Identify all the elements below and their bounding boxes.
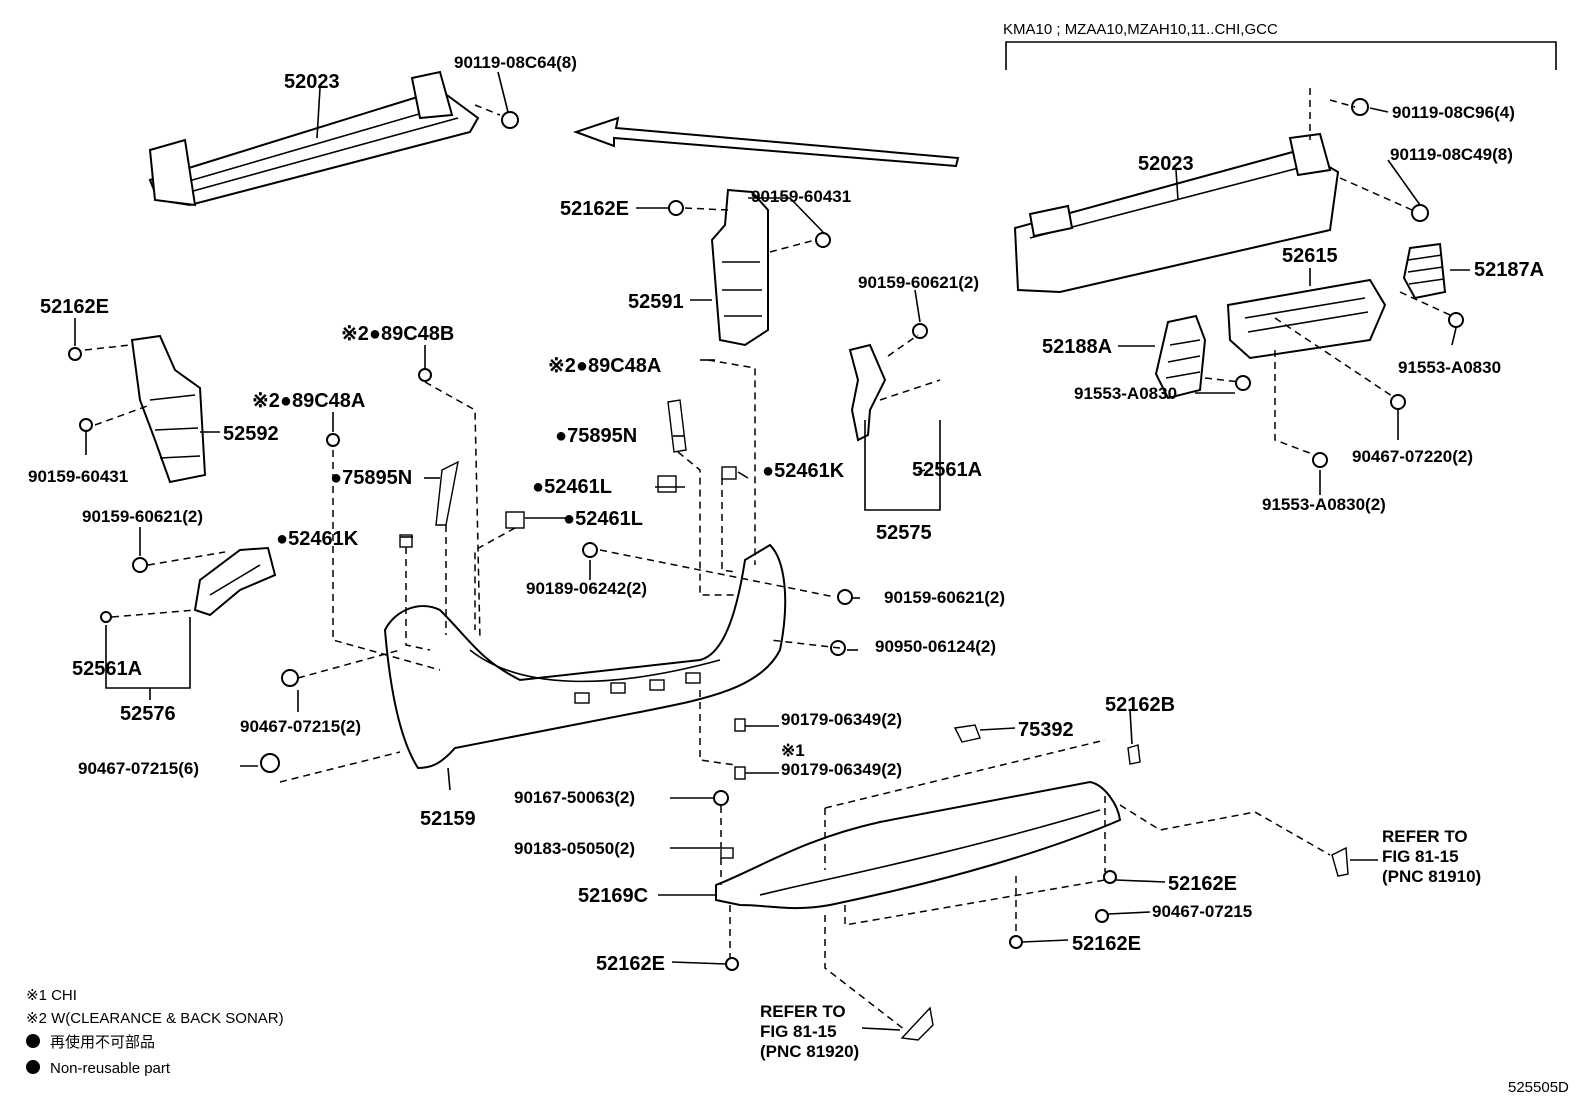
reinforcement-52023-right bbox=[1013, 132, 1340, 294]
callout-c23: ●52461L bbox=[532, 476, 612, 498]
variant-header: KMA10 ; MZAA10,MZAH10,11..CHI,GCC bbox=[1003, 21, 1278, 38]
callout-c02: 90119-08C64(8) bbox=[454, 53, 577, 72]
lower-diffuser-52169C bbox=[715, 780, 1122, 910]
callout-c33: 90159-60621(2) bbox=[884, 588, 1005, 607]
callout-c56: FIG 81-15 bbox=[760, 1022, 837, 1041]
bracket-52592 bbox=[130, 334, 207, 484]
callout-c38: 90179-06349(2) bbox=[781, 710, 902, 729]
callout-c48: (PNC 81910) bbox=[1382, 867, 1481, 886]
small-parts bbox=[68, 98, 1464, 1041]
assembly-lines bbox=[84, 88, 1451, 1031]
callout-c46: REFER TO bbox=[1382, 827, 1468, 846]
callout-c06: 52162E bbox=[560, 198, 629, 220]
callout-c43: 90467-07215(6) bbox=[78, 759, 199, 778]
callout-c04: 52023 bbox=[1138, 153, 1194, 175]
spacer-52188A bbox=[1154, 314, 1207, 400]
callout-c34: 90950-06124(2) bbox=[875, 637, 996, 656]
bracket-52591 bbox=[710, 188, 769, 347]
callout-c21: ●75895N bbox=[555, 425, 637, 447]
callout-c35: 52561A bbox=[72, 658, 142, 680]
energy-absorber-52615 bbox=[1226, 278, 1387, 360]
legend-note-4: Non-reusable part bbox=[50, 1060, 171, 1077]
direction-arrow bbox=[572, 116, 960, 168]
callout-c50: 52162E bbox=[1168, 873, 1237, 895]
callout-c18: 52592 bbox=[223, 423, 279, 445]
retainer-52561A-left bbox=[193, 546, 277, 617]
callout-c19: 90159-60431 bbox=[28, 467, 128, 486]
legend: ※1 CHI ※2 W(CLEARANCE & BACK SONAR) 再使用不… bbox=[26, 987, 284, 1077]
callout-c05: 90119-08C49(8) bbox=[1390, 145, 1513, 164]
retainer-52561A-right bbox=[848, 343, 887, 442]
callout-c12: 52188A bbox=[1042, 336, 1112, 358]
callout-c17: ※2●89C48A bbox=[252, 390, 365, 412]
callout-c53: 52162E bbox=[1072, 933, 1141, 955]
callout-c16: ※2●89C48B bbox=[341, 323, 454, 345]
callout-c13: 91553-A0830 bbox=[1398, 358, 1501, 377]
callout-c41: ※1 bbox=[781, 741, 805, 760]
callout-c24: ●52461K bbox=[762, 460, 845, 482]
callout-c44: 52159 bbox=[420, 808, 476, 830]
callout-c30: ●52461L bbox=[563, 508, 643, 530]
callout-c55: REFER TO bbox=[760, 1002, 846, 1021]
callout-c08: 52591 bbox=[628, 291, 684, 313]
legend-note-2: ※2 W(CLEARANCE & BACK SONAR) bbox=[26, 1010, 284, 1027]
callout-c32: 90189-06242(2) bbox=[526, 579, 647, 598]
callout-c42: 90179-06349(2) bbox=[781, 760, 902, 779]
callout-c15: 52162E bbox=[40, 296, 109, 318]
callout-c49: 90183-05050(2) bbox=[514, 839, 635, 858]
callout-c10: 52615 bbox=[1282, 245, 1338, 267]
callout-c03: 90119-08C96(4) bbox=[1392, 103, 1515, 122]
callout-c28: 91553-A0830(2) bbox=[1262, 495, 1386, 514]
callout-c37: 90467-07215(2) bbox=[240, 717, 361, 736]
reinforcement-52023-left bbox=[148, 70, 480, 207]
callout-c25: 52561A bbox=[912, 459, 982, 481]
spacer-52187A bbox=[1402, 242, 1447, 300]
variant-bracket: KMA10 ; MZAA10,MZAH10,11..CHI,GCC bbox=[1003, 21, 1557, 70]
figure-id: 525505D bbox=[1508, 1079, 1569, 1096]
callout-c27: 52575 bbox=[876, 522, 932, 544]
non-reusable-dot-icon bbox=[26, 1034, 40, 1048]
callout-c45: 90167-50063(2) bbox=[514, 788, 635, 807]
callout-c52: 90467-07215 bbox=[1152, 902, 1252, 921]
callout-c01: 52023 bbox=[284, 71, 340, 93]
callout-c29: 90159-60621(2) bbox=[82, 507, 203, 526]
bumper-cover-52159 bbox=[383, 543, 787, 770]
leader-lines bbox=[74, 71, 1470, 1031]
callout-c57: (PNC 81920) bbox=[760, 1042, 859, 1061]
callout-c07: 90159-60431 bbox=[751, 187, 851, 206]
callout-c20: ※2●89C48A bbox=[548, 355, 661, 377]
non-reusable-dot-icon bbox=[26, 1060, 40, 1074]
callout-c11: 52187A bbox=[1474, 259, 1544, 281]
callout-c22: ●75895N bbox=[330, 467, 412, 489]
callout-c47: FIG 81-15 bbox=[1382, 847, 1459, 866]
callouts: 52023 90119-08C64(8) 90119-08C96(4) 5202… bbox=[28, 53, 1544, 1061]
callout-c14: 91553-A0830 bbox=[1074, 384, 1177, 403]
callout-c54: 52162E bbox=[596, 953, 665, 975]
callout-c36: 52576 bbox=[120, 703, 176, 725]
callout-c51: 52169C bbox=[578, 885, 648, 907]
callout-c31: ●52461K bbox=[276, 528, 359, 550]
callout-c39: 75392 bbox=[1018, 719, 1074, 741]
callout-c09: 90159-60621(2) bbox=[858, 273, 979, 292]
legend-note-1: ※1 CHI bbox=[26, 987, 77, 1004]
callout-c40: 52162B bbox=[1105, 694, 1175, 716]
callout-c26: 90467-07220(2) bbox=[1352, 447, 1473, 466]
legend-note-3: 再使用不可部品 bbox=[50, 1034, 155, 1051]
